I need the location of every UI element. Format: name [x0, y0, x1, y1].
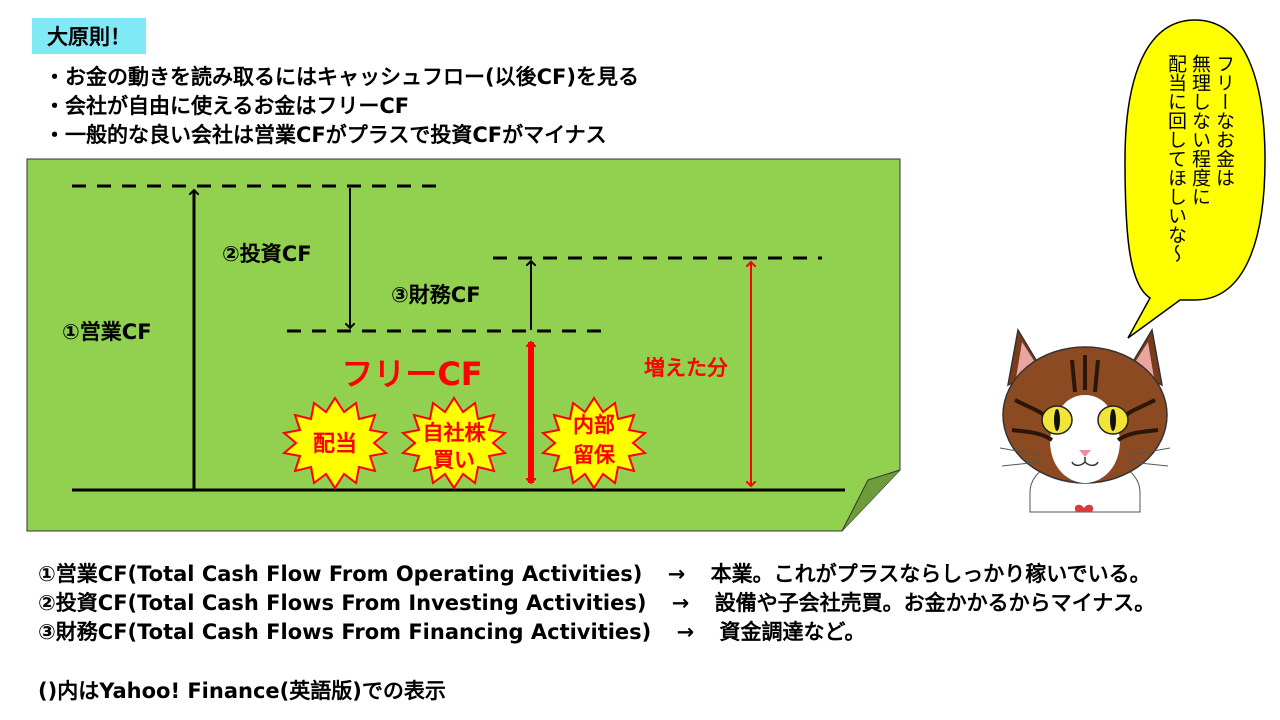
right-arrow-icon: →: [671, 591, 690, 615]
principle-item: ・会社が自由に使えるお金はフリーCF: [44, 94, 410, 118]
buyback-burst: [400, 396, 508, 490]
source-note: ()内はYahoo! Finance(英語版)での表示: [38, 679, 446, 703]
description-row: ③財務CF(Total Cash Flows From Financing Ac…: [38, 618, 1155, 647]
description-term: ①営業CF(Total Cash Flow From Operating Act…: [38, 562, 643, 586]
description-text: 設備や子会社売買。お金かかるからマイナス。: [714, 591, 1156, 615]
increase-label: 増えた分: [644, 356, 728, 380]
buyback-label-top: 自社株: [423, 421, 487, 445]
principle-list: ・お金の動きを読み取るにはキャッシュフロー(以後CF)を見る ・会社が自由に使え…: [44, 63, 639, 150]
principle-item: ・一般的な良い会社は営業CFがプラスで投資CFがマイナス: [44, 123, 607, 147]
principle-item: ・お金の動きを読み取るにはキャッシュフロー(以後CF)を見る: [44, 65, 639, 89]
retained-label-bottom: 留保: [573, 443, 616, 467]
right-arrow-icon: →: [667, 562, 686, 586]
description-term: ②投資CF(Total Cash Flows From Investing Ac…: [38, 591, 647, 615]
financing-cf-label: ③財務CF: [391, 283, 481, 307]
operating-cf-label: ①営業CF: [62, 320, 152, 344]
cf-descriptions: ①営業CF(Total Cash Flow From Operating Act…: [38, 560, 1155, 647]
investing-cf-label: ②投資CF: [222, 242, 312, 266]
retained-burst: [540, 396, 648, 490]
right-arrow-icon: →: [676, 620, 695, 644]
description-term: ③財務CF(Total Cash Flows From Financing Ac…: [38, 620, 652, 644]
speech-bubble-text: フリーなお金は 無理しない程度に 配当に回してほしいな～: [1165, 54, 1235, 263]
dividend-label: 配当: [313, 432, 357, 457]
description-text: 資金調達など。: [719, 620, 866, 644]
principle-badge: 大原則！: [32, 18, 146, 54]
description-row: ①営業CF(Total Cash Flow From Operating Act…: [38, 560, 1155, 589]
sticky-note-background: [26, 158, 901, 532]
cat-icon: [999, 327, 1171, 513]
speech-bubble: [1124, 19, 1266, 339]
free-cf-label: フリーCF: [341, 355, 482, 393]
dividend-burst: [281, 396, 389, 490]
description-text: 本業。これがプラスならしっかり稼いでいる。: [710, 562, 1151, 586]
buyback-label-bottom: 買い: [433, 448, 475, 472]
description-row: ②投資CF(Total Cash Flows From Investing Ac…: [38, 589, 1155, 618]
retained-label-top: 内部: [573, 413, 615, 437]
